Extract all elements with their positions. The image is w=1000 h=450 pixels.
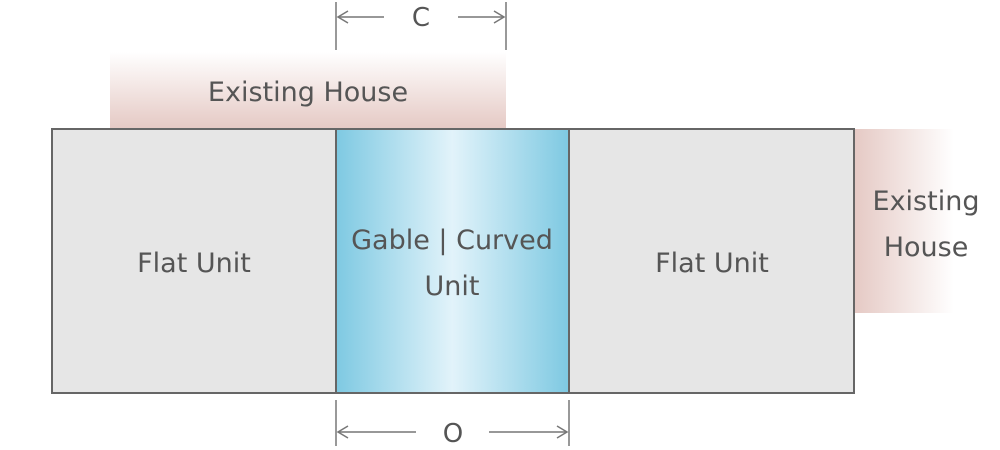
dimension-top-left-arrowhead <box>336 10 349 24</box>
flat-unit-left: Flat Unit <box>51 128 337 394</box>
center-unit-shape <box>335 128 570 394</box>
dimension-bottom-label: O <box>443 419 463 449</box>
existing-house-right: Existing House <box>854 128 980 314</box>
existing-house-top-shape <box>110 52 506 129</box>
dimension-bottom-left-arrowhead <box>336 425 349 439</box>
existing-house-right-shape <box>854 129 954 313</box>
center-unit: Gable | Curved Unit <box>335 128 570 394</box>
center-unit-label-line2: Unit <box>425 271 480 302</box>
dimension-bottom-right-arrowhead <box>556 425 569 439</box>
center-unit-label-line1: Gable | Curved <box>351 225 553 256</box>
flat-unit-left-shape <box>51 128 337 394</box>
dimension-bottom <box>335 400 570 446</box>
flat-unit-right-shape <box>568 128 855 394</box>
dimension-top <box>335 2 507 50</box>
dimension-top-right-arrowhead <box>493 10 506 24</box>
existing-house-right-label-line2: House <box>884 232 969 263</box>
flat-unit-right-label: Flat Unit <box>655 248 769 279</box>
flat-unit-right: Flat Unit <box>568 128 855 394</box>
dimension-top-label: C <box>412 3 430 33</box>
flat-unit-left-label: Flat Unit <box>137 248 251 279</box>
existing-house-top-label: Existing House <box>208 77 408 108</box>
existing-house-right-label-line1: Existing <box>873 186 980 217</box>
existing-house-top: Existing House <box>109 52 507 129</box>
